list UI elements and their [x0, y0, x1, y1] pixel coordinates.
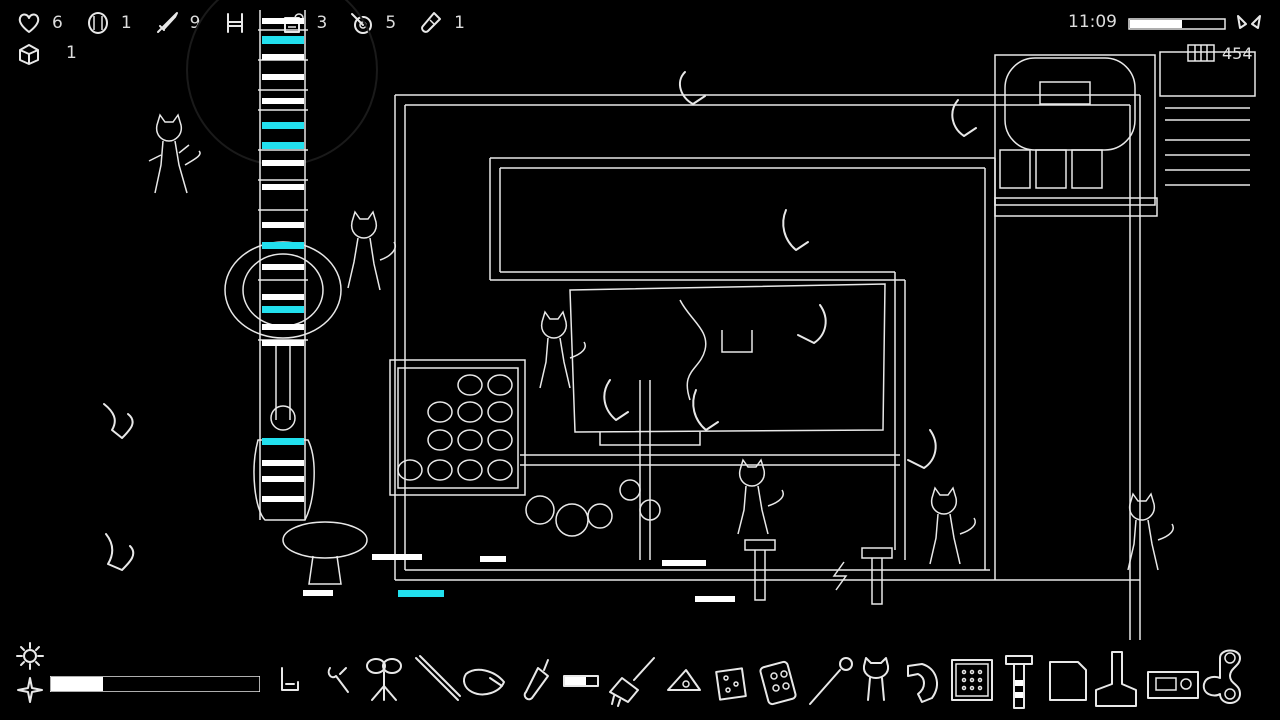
bone-token[interactable] — [907, 429, 937, 469]
chair-resource[interactable] — [222, 10, 258, 36]
grid-tile-icon[interactable] — [948, 656, 996, 704]
pill-pack-icon[interactable] — [758, 660, 798, 706]
sponge-icon[interactable] — [714, 666, 748, 702]
tower-structure[interactable] — [224, 10, 342, 521]
cat-figure[interactable] — [347, 210, 396, 291]
chair-icon — [227, 13, 244, 33]
status-bar-marker — [372, 554, 422, 560]
wrench-icon[interactable] — [324, 664, 354, 696]
game-world[interactable] — [0, 0, 1280, 640]
valve-pole[interactable] — [695, 539, 776, 602]
battery-count: 454 — [1222, 44, 1253, 63]
bone-token[interactable] — [692, 389, 719, 431]
mushroom-table[interactable] — [282, 521, 368, 596]
battery-icon[interactable] — [562, 672, 602, 692]
bone-token[interactable] — [951, 99, 977, 137]
vial-resource[interactable]: 1 — [418, 10, 465, 36]
bone-icon[interactable] — [1200, 644, 1252, 714]
notice-board[interactable] — [1159, 51, 1256, 186]
magnet-part — [721, 330, 753, 353]
glow-ring — [186, 0, 378, 166]
bone-token[interactable] — [678, 71, 706, 105]
sword-resource[interactable]: 9 — [154, 10, 201, 36]
coin-icon — [87, 12, 108, 34]
cat-figure[interactable] — [929, 486, 976, 565]
storage-cabinet[interactable] — [389, 359, 526, 496]
settings-gear-icon[interactable] — [14, 640, 46, 672]
battery-icon — [1187, 44, 1215, 62]
wand-icon[interactable] — [806, 654, 856, 708]
status-bar-marker — [480, 556, 506, 562]
bone-token[interactable] — [797, 304, 827, 344]
cat-eyes-icon[interactable] — [1236, 12, 1262, 34]
machine-count: 3 — [316, 13, 328, 33]
bone-token[interactable] — [105, 533, 135, 571]
coin-resource[interactable]: 1 — [85, 10, 132, 36]
brush-icon[interactable] — [604, 656, 660, 708]
coin-count: 1 — [120, 13, 132, 33]
magnet-icon[interactable] — [902, 660, 948, 706]
tag-icon[interactable] — [664, 666, 704, 702]
vial-count: 1 — [454, 13, 465, 33]
bone-token[interactable] — [782, 209, 809, 251]
cat-figure-icon[interactable] — [858, 656, 894, 704]
screwdriver-icon[interactable] — [518, 656, 554, 706]
status-bar-marker — [662, 560, 706, 566]
game-clock: 11:09 — [1068, 12, 1117, 32]
pipe-network — [394, 94, 1141, 640]
vial-icon — [421, 12, 442, 33]
pipe-valve-icon[interactable] — [1004, 652, 1034, 712]
tower-base — [253, 439, 315, 521]
drum-stand-icon[interactable] — [364, 656, 404, 702]
cat-figure[interactable] — [737, 458, 784, 535]
energy-fill — [51, 677, 103, 691]
lightning-sign[interactable] — [832, 561, 848, 591]
heart-count: 6 — [52, 13, 63, 33]
time-progress-fill — [1130, 20, 1182, 28]
cat-figure[interactable] — [539, 310, 586, 389]
sparkle-icon[interactable] — [14, 674, 46, 706]
time-progress-bar — [1128, 18, 1226, 30]
chest-icon — [19, 44, 39, 65]
heart-resource[interactable]: 6 — [16, 10, 63, 36]
chest-resource[interactable]: 1 — [16, 40, 77, 66]
paper-icon[interactable] — [1046, 658, 1090, 704]
hook-icon[interactable] — [276, 666, 304, 696]
stick-icon[interactable] — [412, 654, 462, 704]
sword-icon — [156, 12, 178, 33]
heart-icon — [18, 13, 40, 33]
cat-figure[interactable] — [148, 113, 201, 194]
sword-count: 9 — [189, 13, 201, 33]
target-count: 5 — [385, 13, 397, 33]
boot-icon[interactable] — [1092, 650, 1142, 710]
status-bar-marker-cyan — [398, 590, 444, 597]
bone-token[interactable] — [103, 403, 134, 439]
radio-icon[interactable] — [1146, 668, 1202, 702]
energy-bar — [50, 676, 260, 692]
central-machine[interactable] — [569, 283, 886, 446]
chest-count: 1 — [66, 43, 77, 63]
right-building[interactable] — [994, 54, 1158, 217]
item-toolbar — [0, 636, 1280, 720]
cat-figure[interactable] — [1127, 492, 1174, 571]
valve-pole[interactable] — [861, 547, 893, 605]
bone-token[interactable] — [603, 379, 629, 421]
gear-pile[interactable] — [525, 479, 661, 537]
soap-icon[interactable] — [460, 662, 510, 702]
